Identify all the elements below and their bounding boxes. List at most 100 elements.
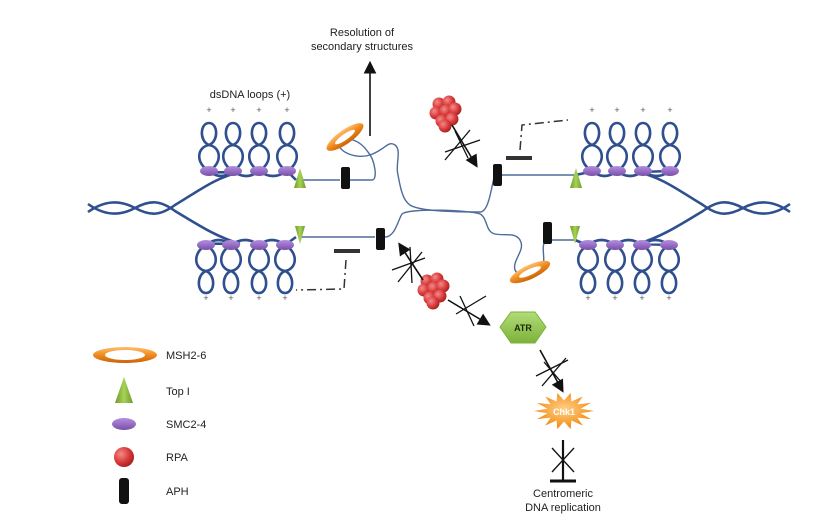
aph-block-top-left [341, 167, 350, 189]
smc2-4-ellipse [276, 240, 294, 250]
msh2-6-ring-bottom [509, 260, 551, 284]
inhibition-top-right [506, 119, 569, 160]
top1-triangle-icon [115, 377, 133, 403]
plus-sign: + [203, 293, 208, 303]
plus-sign: + [614, 105, 619, 115]
aph-block-icon [119, 478, 129, 504]
plus-sign: + [256, 105, 261, 115]
rpa-cluster-top [429, 95, 462, 133]
rpa-sphere-icon [114, 447, 134, 467]
legend-label: APH [166, 486, 189, 498]
smc2-4-ellipse [197, 240, 215, 250]
dsdna-loop [219, 243, 243, 295]
msh2-6-ring-icon [93, 347, 157, 363]
top1-triangle-top-right [570, 168, 582, 188]
dsdna-loop [194, 243, 218, 295]
dsdna-loop [631, 121, 655, 173]
dsdna-loop [657, 243, 681, 295]
dsdna-loops-top-right: + + + + [574, 105, 682, 178]
dsdna-loop [580, 121, 604, 173]
rpa-sphere [426, 296, 440, 310]
msh2-6-ring-top [326, 123, 364, 151]
legend-label: MSH2-6 [166, 350, 206, 362]
rpa-cluster-bottom [417, 272, 450, 310]
smc2-4-ellipse [608, 166, 626, 176]
blocked-arrow-rpa-bottom-to-fork [391, 242, 426, 284]
atr-label: ATR [514, 323, 532, 333]
legend-item-smc2-4: SMC2-4 [112, 418, 206, 431]
outcome-line-1: Centromeric [533, 488, 593, 500]
blocked-arrow-rpa-to-atr [447, 295, 491, 327]
dsdna-loops-top-left: + + + + [197, 105, 299, 181]
annotation-line-1: Resolution of [330, 27, 395, 39]
dsdna-loop [576, 243, 600, 295]
legend-item-aph: APH [119, 478, 189, 504]
plus-sign: + [284, 105, 289, 115]
plus-sign: + [228, 293, 233, 303]
dsdna-loops-bottom-right: + + + + [574, 238, 681, 303]
rpa-sphere [438, 119, 452, 133]
dsdna-loop [605, 121, 629, 173]
atr-node: ATR [499, 311, 547, 344]
chk1-label: Chk1 [553, 407, 575, 417]
dsdna-loop [275, 121, 299, 173]
rpa-sphere [448, 102, 462, 116]
smc2-4-ellipse [224, 166, 242, 176]
smc2-4-ellipse-icon [112, 418, 136, 430]
blocked-arrow-atr-to-chk1 [535, 349, 569, 393]
rpa-sphere [436, 279, 450, 293]
legend-item-top1: Top I [115, 377, 190, 403]
plus-sign: + [640, 105, 645, 115]
dsdna-loop [197, 121, 221, 173]
dsdna-loop [247, 243, 271, 295]
right-parental-dna [637, 170, 791, 246]
resolution-annotation: Resolution of secondary structures [311, 27, 414, 136]
dsdna-loops-bottom-left: + + + + [194, 235, 297, 303]
smc2-4-ellipse [579, 240, 597, 250]
inhibition-bottom-left [295, 249, 360, 291]
smc2-4-ellipse [661, 166, 679, 176]
single-stranded-dna [300, 138, 575, 278]
plus-sign: + [230, 105, 235, 115]
legend-label: RPA [166, 452, 188, 464]
plus-sign: + [667, 105, 672, 115]
smc2-4-ellipse [278, 166, 296, 176]
top1-triangle-bottom-left [295, 226, 305, 244]
annotation-line-2: secondary structures [311, 41, 414, 53]
legend: MSH2-6 Top I SMC2-4 RPA APH [93, 347, 206, 504]
dsdna-loop [630, 243, 654, 295]
plus-sign: + [612, 293, 617, 303]
plus-sign: + [206, 105, 211, 115]
dsdna-loop [603, 243, 627, 295]
aph-block-top-right [493, 164, 502, 186]
smc2-4-ellipse [583, 166, 601, 176]
dsdna-loops-label: dsDNA loops (+) [210, 89, 290, 101]
top1-triangle-top-left [294, 168, 306, 188]
dsdna-loop [221, 121, 245, 173]
plus-sign: + [256, 293, 261, 303]
smc2-4-ellipse [606, 240, 624, 250]
plus-sign: + [639, 293, 644, 303]
plus-sign: + [589, 105, 594, 115]
top1-triangle-bottom-right [570, 226, 580, 244]
legend-item-rpa: RPA [114, 447, 188, 467]
outcome-line-2: DNA replication [525, 502, 601, 514]
plus-sign: + [282, 293, 287, 303]
blocked-arrow-rpa-top-to-fork [444, 124, 481, 168]
plus-sign: + [666, 293, 671, 303]
blocked-inhibition-chk1-to-replication [550, 440, 576, 483]
legend-label: SMC2-4 [166, 419, 206, 431]
legend-item-msh2-6: MSH2-6 [93, 347, 206, 363]
chk1-node: Chk1 [534, 392, 594, 430]
smc2-4-ellipse [222, 240, 240, 250]
smc2-4-ellipse [200, 166, 218, 176]
smc2-4-ellipse [660, 240, 678, 250]
left-parental-dna [87, 170, 241, 246]
legend-label: Top I [166, 386, 190, 398]
smc2-4-ellipse [250, 240, 268, 250]
dsdna-loop [658, 121, 682, 173]
dsdna-loop [273, 243, 297, 295]
dsdna-loop [247, 121, 271, 173]
plus-sign: + [585, 293, 590, 303]
